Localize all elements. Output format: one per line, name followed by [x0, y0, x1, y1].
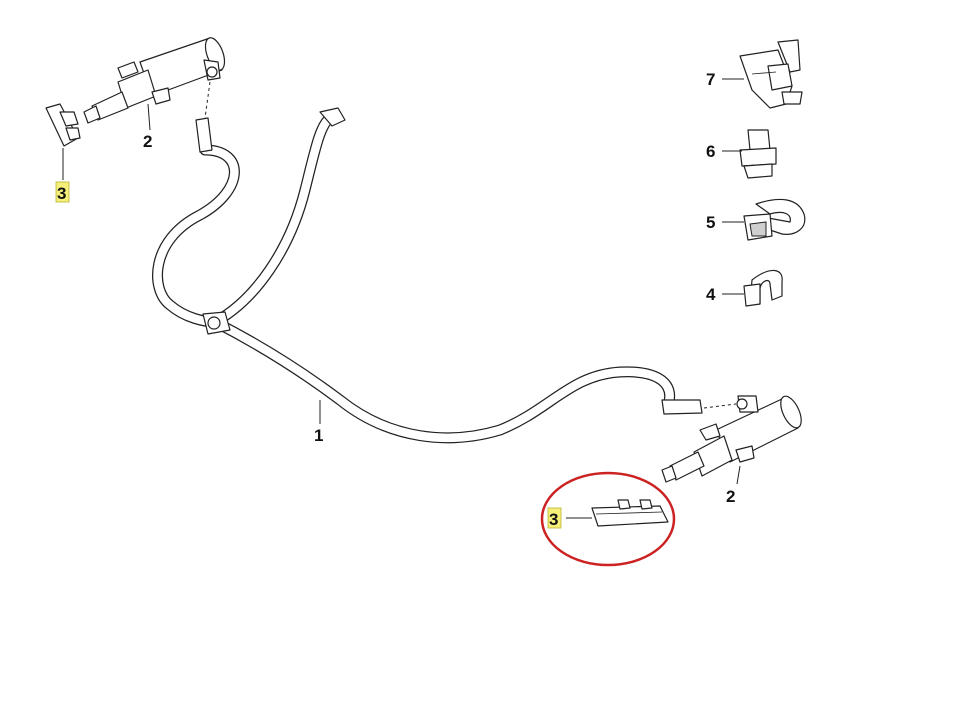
washer-pump-left: [83, 37, 226, 131]
callout-cap-right: 3: [549, 510, 558, 529]
hose-assembly: [152, 107, 703, 444]
washer-pump-right: [661, 395, 802, 485]
clip-6: [722, 129, 777, 179]
callout-cap-left-highlight: [55, 181, 70, 203]
callout-clip-6: 6: [706, 142, 715, 161]
clip-5: [722, 198, 806, 241]
nozzle-cap-left: [45, 103, 81, 180]
callout-clip-4: 4: [706, 285, 716, 304]
callout-pump-right: 2: [726, 487, 735, 506]
callout-pump-left: 2: [143, 132, 152, 151]
callout-clip-7: 7: [706, 70, 715, 89]
clip-7: [722, 39, 803, 109]
clip-4: [722, 269, 783, 307]
callout-cap-right-highlight: [547, 507, 562, 529]
callout-hose: 1: [314, 426, 323, 445]
callout-cap-left: 3: [57, 184, 66, 203]
callout-clip-5: 5: [706, 213, 715, 232]
highlight-circle: [540, 471, 676, 567]
nozzle-cap-right: [566, 499, 669, 527]
